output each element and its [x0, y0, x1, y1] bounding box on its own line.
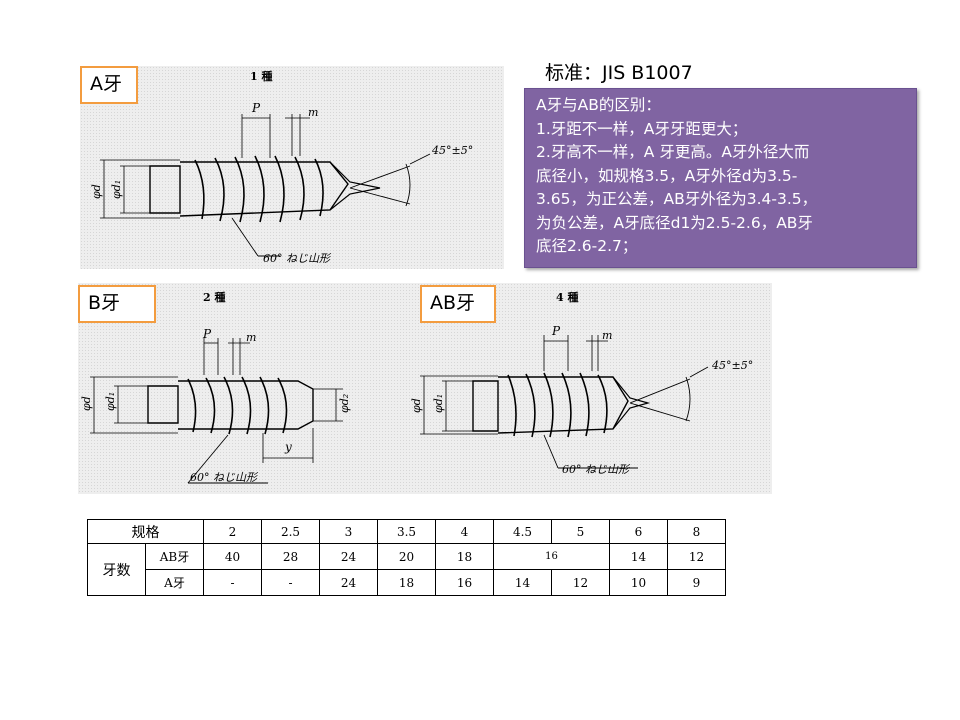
- table-row: A牙 - - 24 18 16 14 12 10 9: [88, 569, 726, 596]
- pitch-label: P: [202, 327, 212, 341]
- note-line: A牙与AB的区别：: [536, 96, 661, 114]
- thread-count-table: 规格 2 2.5 3 3.5 4 4.5 5 6 8 牙数 AB牙 40 28 …: [87, 519, 726, 596]
- group-label-cell: 牙数: [87, 543, 146, 596]
- value-cell: 20: [377, 543, 436, 570]
- value-cell: 12: [667, 543, 726, 570]
- value-cell: 18: [435, 543, 494, 570]
- drawing-type2-type4: 2 種 P m φd φd₁ φd₂ y: [78, 283, 772, 494]
- note-line: 为负公差，A牙底径d1为2.5-2.6，AB牙: [536, 213, 813, 232]
- size-cell: 3: [319, 519, 378, 544]
- drawing-title: 1 種: [250, 69, 272, 83]
- value-cell: 9: [667, 569, 726, 596]
- size-cell: 2: [203, 519, 262, 544]
- value-cell: 16: [435, 569, 494, 596]
- thread-label: 60° ねじ山形: [263, 252, 332, 265]
- value-cell: 10: [609, 569, 668, 596]
- value-cell: 14: [609, 543, 668, 570]
- angle-label: 45°±5°: [431, 144, 473, 157]
- note-line: 2.牙高不一样，A 牙更高。A牙外径大而: [536, 143, 810, 161]
- m-label: m: [602, 329, 612, 342]
- note-line: 底径2.6-2.7；: [536, 237, 638, 255]
- m-label: m: [246, 331, 256, 344]
- tag-b-thread: B牙: [78, 285, 156, 323]
- note-line: 1.牙距不一样，A牙牙距更大；: [536, 119, 748, 138]
- value-cell: 28: [261, 543, 320, 570]
- value-cell: 40: [203, 543, 262, 570]
- pitch-label: P: [251, 101, 261, 115]
- note-line: 3.65，为正公差，AB牙外径为3.4-3.5，: [536, 190, 818, 208]
- phi-d2-label: φd₂: [338, 394, 351, 413]
- value-cell: -: [203, 569, 262, 596]
- difference-note: A牙与AB的区别： 1.牙距不一样，A牙牙距更大； 2.牙高不一样，A 牙更高。…: [524, 88, 917, 268]
- phi-d1-label: φd₁: [104, 392, 117, 411]
- tag-ab-thread: AB牙: [420, 285, 496, 323]
- value-cell: 18: [377, 569, 436, 596]
- phi-d1-label: φd₁: [432, 394, 445, 413]
- note-line: 底径小，如规格3.5，A牙外径d为3.5-: [536, 166, 798, 185]
- value-cell: 24: [319, 543, 378, 570]
- drawing-title: 4 種: [556, 290, 578, 304]
- value-cell: 24: [319, 569, 378, 596]
- table-row: 牙数 AB牙 40 28 24 20 18 16 14 12: [87, 543, 726, 596]
- standard-label: 标准：JIS B1007: [545, 62, 693, 84]
- value-cell: 14: [493, 569, 552, 596]
- angle-label: 45°±5°: [711, 359, 753, 372]
- table-row: 规格 2 2.5 3 3.5 4 4.5 5 6 8: [87, 519, 726, 544]
- value-cell: 12: [551, 569, 610, 596]
- size-cell: 5: [551, 519, 610, 544]
- value-cell: 16: [493, 543, 610, 570]
- value-cell: -: [261, 569, 320, 596]
- thread-label: 60° ねじ山形: [190, 471, 259, 484]
- m-label: m: [308, 106, 318, 119]
- drawing-type1: 1 種 45°±5° P m: [80, 66, 504, 269]
- size-cell: 6: [609, 519, 668, 544]
- tag-a-thread: A牙: [80, 66, 138, 104]
- size-cell: 8: [667, 519, 726, 544]
- thread-label: 60° ねじ山形: [562, 463, 631, 476]
- phi-d-label: φd: [80, 396, 93, 411]
- y-label: y: [284, 440, 292, 454]
- screw-diagram-type2-type4: 2 種 P m φd φd₁ φd₂ y: [80, 290, 753, 484]
- header-cell: 规格: [87, 519, 204, 544]
- pitch-label: P: [551, 324, 561, 338]
- phi-d1-label: φd₁: [110, 180, 123, 199]
- row-label-cell: A牙: [145, 569, 204, 596]
- size-cell: 3.5: [377, 519, 436, 544]
- size-cell: 2.5: [261, 519, 320, 544]
- row-label-cell: AB牙: [145, 543, 204, 570]
- size-cell: 4: [435, 519, 494, 544]
- phi-d-label: φd: [410, 398, 423, 413]
- phi-d-label: φd: [90, 184, 103, 199]
- drawing-title: 2 種: [203, 290, 225, 304]
- screw-diagram-type1: 1 種 45°±5° P m: [90, 69, 473, 265]
- size-cell: 4.5: [493, 519, 552, 544]
